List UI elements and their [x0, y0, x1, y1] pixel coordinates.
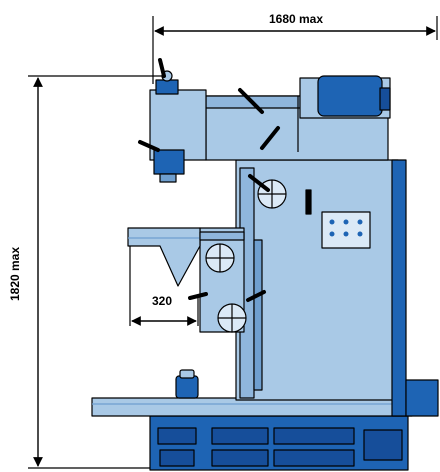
quill	[153, 149, 185, 175]
lever-icon[interactable]	[138, 140, 160, 152]
table-stop-cap	[179, 369, 195, 379]
tilting-table	[127, 227, 201, 287]
machine	[91, 58, 439, 471]
base-foot-left-lower	[159, 449, 195, 467]
width-dimension-label: 1680 max	[269, 12, 323, 26]
lever-icon[interactable]	[248, 174, 270, 192]
knee-top	[199, 231, 245, 241]
levers	[138, 58, 280, 302]
lever-icon[interactable]	[246, 290, 266, 302]
spindle-head-cap	[155, 79, 179, 95]
height-dimension-label: 1820 max	[8, 247, 22, 301]
handwheel-lower[interactable]	[217, 303, 247, 333]
motor-end-cap	[379, 87, 391, 111]
dimension-height: 1820 max	[8, 75, 168, 469]
lever-icon[interactable]	[238, 88, 264, 114]
handwheel-middle[interactable]	[205, 243, 235, 273]
base-foot-left	[157, 427, 197, 445]
dimension-width: 1680 max	[152, 12, 438, 84]
base-foot-right	[363, 429, 403, 461]
work-table	[91, 397, 413, 417]
base-drawer-right	[273, 427, 355, 445]
spindle-head	[149, 89, 207, 161]
lever-icon[interactable]	[188, 292, 208, 300]
column-motor-housing	[405, 379, 439, 417]
lever-icon[interactable]	[158, 58, 166, 78]
dimension-table: 320	[129, 244, 199, 326]
control-panel-buttons	[329, 219, 363, 237]
spindle-nose	[159, 173, 177, 183]
column-side-blue	[391, 159, 407, 417]
base-drawer-right-lower	[273, 449, 355, 467]
spindle-motor-icon	[317, 75, 383, 117]
control-panel	[321, 211, 371, 249]
lever-icon[interactable]	[260, 126, 280, 150]
base-drawer-center-lower	[211, 449, 269, 467]
table-dimension-label: 320	[152, 294, 172, 308]
base-drawer-center	[211, 427, 269, 445]
column-indicator	[305, 189, 312, 215]
table-stop-knob	[175, 375, 199, 399]
column-gib	[253, 239, 263, 391]
